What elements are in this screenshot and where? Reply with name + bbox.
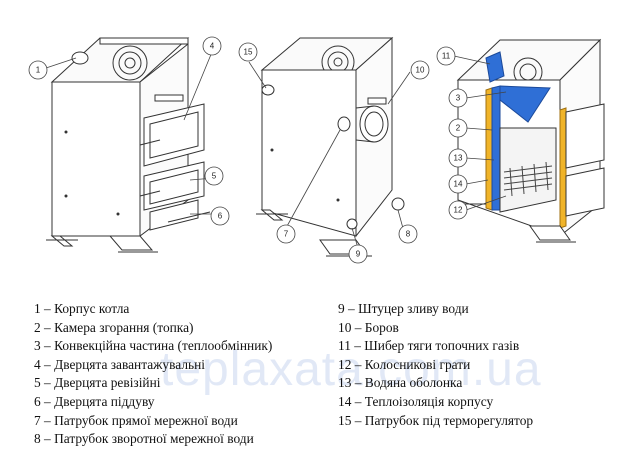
legend-item-8: 8 – Патрубок зворотної мережної води xyxy=(34,431,254,447)
legend-item-6: 6 – Дверцята піддуву xyxy=(34,393,155,409)
legend-item-13: 13 – Водяна оболонка xyxy=(338,375,463,391)
callout-13 xyxy=(448,148,468,168)
legend-item-1: 1 – Корпус котла xyxy=(34,301,130,316)
callout-2 xyxy=(448,118,468,138)
callout-6 xyxy=(210,206,230,226)
legend-right-column: 9 – Штуцер зливу води 10 – Боров 11 – Ши… xyxy=(338,300,533,430)
legend-item-2: 2 – Камера згорання (топка) xyxy=(34,319,194,335)
callout-7 xyxy=(276,224,296,244)
callout-7-label: 7 xyxy=(284,230,289,239)
callout-8-label: 8 xyxy=(406,230,411,239)
callout-15 xyxy=(238,42,258,62)
callout-15-label: 15 xyxy=(244,48,253,57)
legend-item-15: 15 – Патрубок під терморегулятор xyxy=(338,412,534,428)
callout-13-label: 13 xyxy=(454,154,463,163)
callout-9-label: 9 xyxy=(356,250,361,259)
legend-item-7: 7 – Патрубок прямої мережної води xyxy=(34,412,238,428)
legend-item-12: 12 – Колосникові грати xyxy=(338,356,471,372)
callout-2-label: 2 xyxy=(456,124,461,133)
boiler-diagram: 1 2 3 4 5 6 7 8 9 10 11 12 13 14 15 xyxy=(28,36,605,264)
callout-6-label: 6 xyxy=(218,212,223,221)
callout-4 xyxy=(202,36,222,56)
legend-item-14: 14 – Теплоізоляція корпусу xyxy=(338,393,494,409)
callout-14-label: 14 xyxy=(454,180,463,189)
callout-4-label: 4 xyxy=(210,42,215,51)
legend-item-5: 5 – Дверцята ревізійні xyxy=(34,375,161,391)
callout-3 xyxy=(448,88,468,108)
legend-item-9: 9 – Штуцер зливу води xyxy=(338,301,469,316)
callout-10 xyxy=(410,60,430,80)
legend-item-11: 11 – Шибер тяги топочних газів xyxy=(338,338,520,354)
legend-item-10: 10 – Боров xyxy=(338,319,399,335)
callout-3-label: 3 xyxy=(456,94,461,103)
callout-8 xyxy=(398,224,418,244)
callout-11-label: 11 xyxy=(442,52,451,61)
callout-5 xyxy=(204,166,224,186)
callout-12 xyxy=(448,200,468,220)
callout-1-label: 1 xyxy=(36,66,41,75)
legend-item-3: 3 – Конвекційна частина (теплообмінник) xyxy=(34,338,273,354)
callout-11 xyxy=(436,46,456,66)
boiler-rear-view xyxy=(256,36,405,257)
callout-10-label: 10 xyxy=(416,66,425,75)
callout-5-label: 5 xyxy=(212,172,217,181)
legend-left-column: 1 – Корпус котла 2 – Камера згорання (то… xyxy=(34,300,272,449)
legend-item-4: 4 – Дверцята завантажувальні xyxy=(34,356,206,372)
boiler-front-view xyxy=(46,37,211,253)
callout-9 xyxy=(348,244,368,264)
callout-1 xyxy=(28,60,48,80)
boiler-cutaway-view xyxy=(452,38,605,243)
callout-14 xyxy=(448,174,468,194)
callout-12-label: 12 xyxy=(454,206,463,215)
